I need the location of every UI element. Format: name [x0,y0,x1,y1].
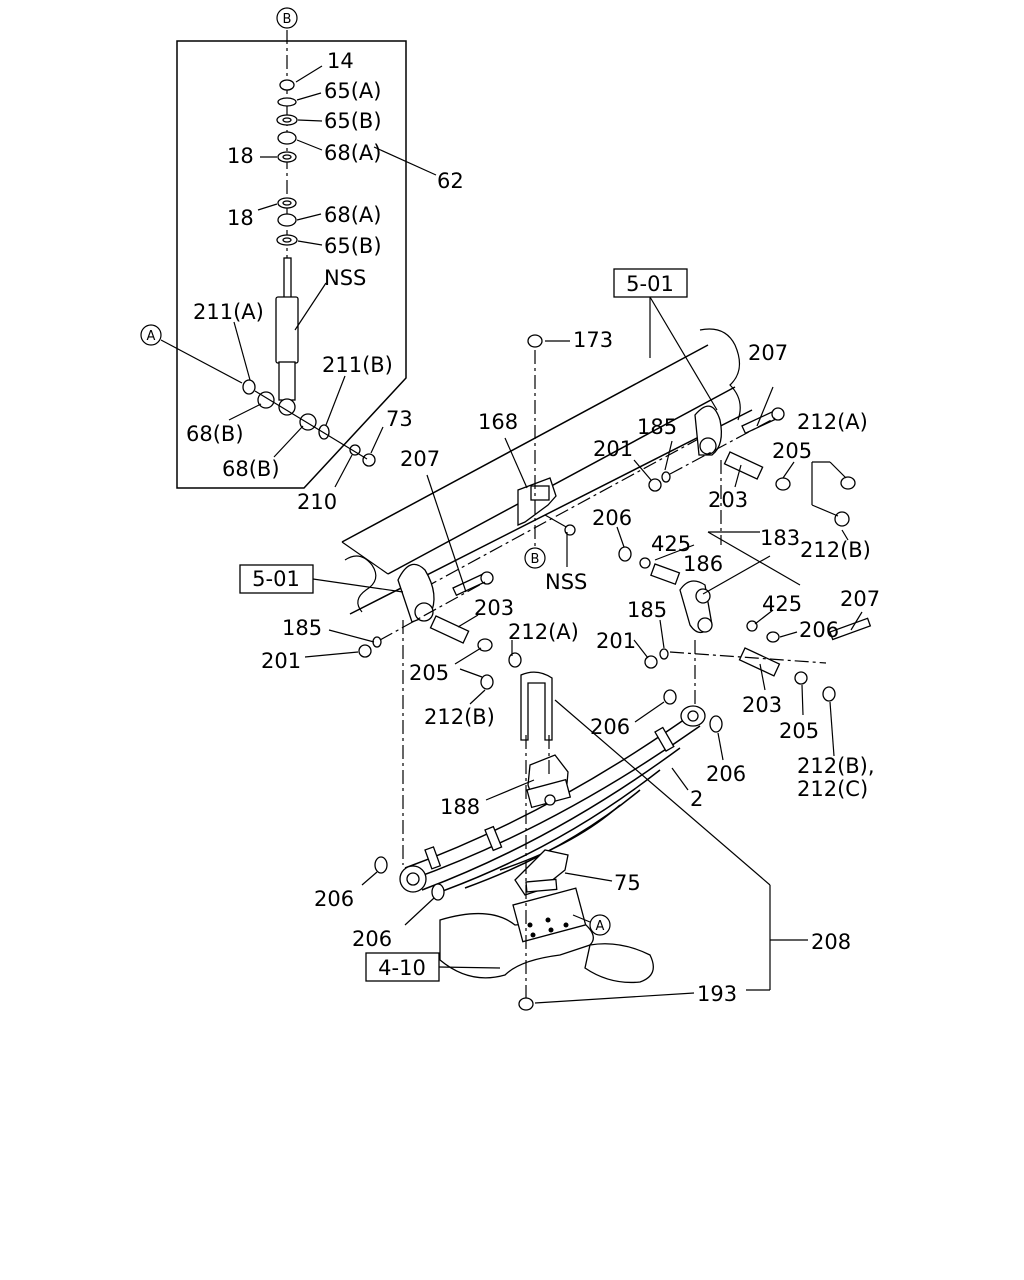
svg-text:A: A [596,919,605,934]
label-212b: 212(B), [797,754,875,778]
label-212c: 212(C) [797,777,868,801]
ref-box-5-01-left: 5-01 [239,564,404,594]
label-212b: 212(B) [424,705,495,729]
label-193: 193 [697,982,737,1006]
label-18: 18 [227,206,254,230]
front-hanger-hardware [358,571,522,690]
label-203: 203 [708,488,748,512]
label-212a: 212(A) [797,410,868,434]
svg-text:4-10: 4-10 [378,956,426,980]
label-206: 206 [590,715,630,739]
label-68b: 68(B) [186,422,244,446]
label-211b: 211(B) [322,353,393,377]
label-65a: 65(A) [324,79,381,103]
label-203: 203 [474,596,514,620]
label-212a: 212(A) [508,620,579,644]
shock-upper-hardware [276,79,298,246]
label-205: 205 [409,661,449,685]
callout-a-lower: A [572,914,611,936]
label-73: 73 [386,407,413,431]
label-188: 188 [440,795,480,819]
label-68a: 68(A) [324,203,381,227]
label-18: 18 [227,144,254,168]
label-207: 207 [748,341,788,365]
label-201: 201 [261,649,301,673]
label-nss: NSS [324,266,366,290]
label-205: 205 [779,719,819,743]
label-201: 201 [593,437,633,461]
label-212b: 212(B) [800,538,871,562]
ref-box-4-10: 4-10 [365,952,501,982]
label-206: 206 [592,506,632,530]
label-185: 185 [627,598,667,622]
label-211a: 211(A) [193,300,264,324]
label-185: 185 [637,415,677,439]
label-168: 168 [478,410,518,434]
label-68b: 68(B) [222,457,280,481]
shock-absorber-inset-frame [176,40,407,489]
label-206: 206 [352,927,392,951]
label-210: 210 [297,490,337,514]
label-205: 205 [772,439,812,463]
label-2: 2 [690,787,703,811]
callout-b-top: B [276,7,298,29]
callout-b-mid: B [524,547,546,569]
axle-beam [439,887,654,984]
svg-text:5-01: 5-01 [252,567,300,591]
label-207: 207 [400,447,440,471]
callout-a-left: A [140,324,243,384]
label-14: 14 [327,49,354,73]
label-nss: NSS [545,570,587,594]
u-bolt [520,671,553,741]
label-425: 425 [762,592,802,616]
label-68a: 68(A) [324,141,381,165]
svg-text:B: B [531,552,540,567]
label-183: 183 [760,526,800,550]
bracket-168 [517,477,557,526]
label-65b: 65(B) [324,234,382,258]
label-65b: 65(B) [324,109,382,133]
label-207: 207 [840,587,880,611]
svg-text:B: B [283,12,292,27]
shock-absorber [275,257,299,416]
label-186: 186 [683,552,723,576]
label-203: 203 [742,693,782,717]
ref-box-5-01-top: 5-01 [613,268,718,411]
label-173: 173 [573,328,613,352]
label-208: 208 [811,930,851,954]
spring-seat [514,849,569,896]
leaf-spring [399,705,706,893]
label-206: 206 [314,887,354,911]
bump-stop [526,754,572,809]
frame-rail [341,328,753,623]
label-206: 206 [706,762,746,786]
svg-text:5-01: 5-01 [626,272,674,296]
label-75: 75 [614,871,641,895]
label-425: 425 [651,532,691,556]
shock-lower-hardware [242,379,376,467]
label-62: 62 [437,169,464,193]
label-201: 201 [596,629,636,653]
label-185: 185 [282,616,322,640]
svg-text:A: A [147,329,156,344]
label-206: 206 [799,618,839,642]
